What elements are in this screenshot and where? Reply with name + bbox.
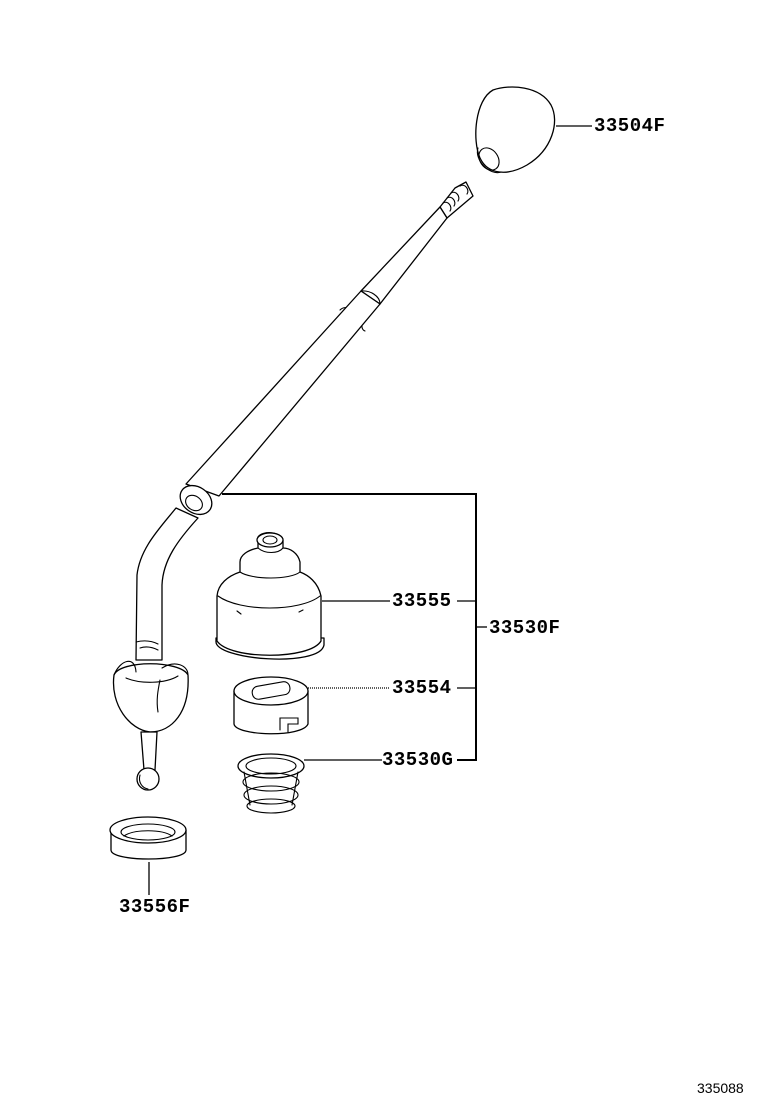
label-seat[interactable]: 33554 [392,677,452,699]
shift-knob-part[interactable] [475,86,556,174]
boot-part[interactable] [215,532,325,660]
label-lever-assembly[interactable]: 33530F [489,617,561,639]
assembly-bracket [222,493,487,761]
bushing-part[interactable] [109,816,187,860]
figure-id: 335088 [697,1080,744,1096]
label-boot[interactable]: 33555 [392,590,452,612]
label-shift-knob[interactable]: 33504F [594,115,666,137]
seat-part[interactable] [233,676,309,735]
label-spring[interactable]: 33530G [382,749,454,771]
shift-lever-lower[interactable] [112,507,199,791]
spring-part[interactable] [237,753,305,814]
shift-lever-rod[interactable] [175,181,474,520]
label-bushing[interactable]: 33556F [119,896,191,918]
